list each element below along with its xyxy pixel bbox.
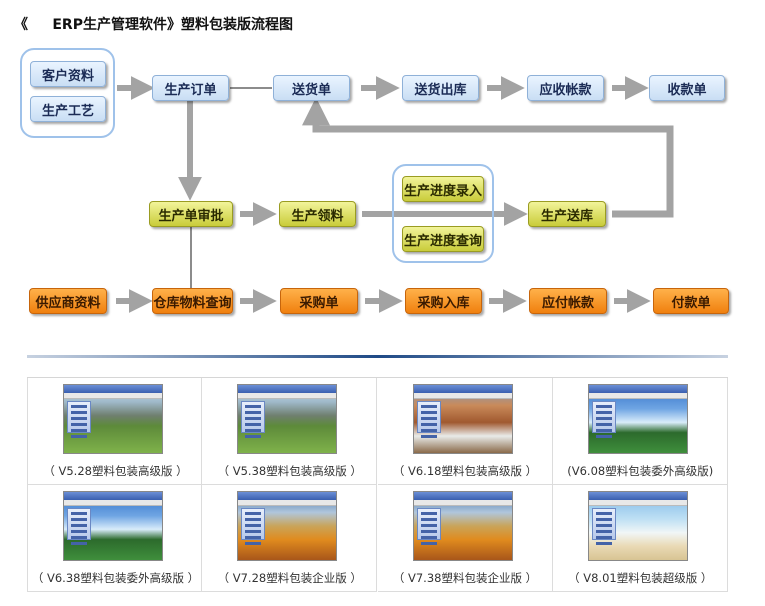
node-receipt[interactable]: 收款单 — [649, 75, 725, 101]
arrow-stockin-to-delivery — [302, 97, 674, 218]
progress-group — [392, 164, 494, 263]
node-production-order[interactable]: 生产订单 — [152, 75, 229, 101]
screenshot-thumbnail[interactable] — [587, 491, 688, 561]
gallery-caption[interactable]: （ V5.38塑料包装高级版 ） — [217, 464, 362, 478]
node-purchase-order[interactable]: 采购单 — [280, 288, 358, 314]
page-title: 《 ERP生产管理软件》塑料包装版流程图 — [14, 17, 293, 33]
gallery-item[interactable]: （ V5.28塑料包装高级版 ） — [27, 378, 202, 485]
gallery-item[interactable]: （ V7.38塑料包装企业版 ） — [377, 485, 553, 592]
node-delivery-out[interactable]: 送货出库 — [402, 75, 479, 101]
flow-diagram — [116, 76, 674, 313]
customer-process-group — [20, 48, 115, 138]
screenshot-thumbnail[interactable] — [237, 491, 338, 561]
node-progress-query[interactable]: 生产进度查询 — [402, 226, 484, 252]
gallery-item[interactable]: （ V5.38塑料包装高级版 ） — [202, 378, 378, 485]
screenshot-thumbnail[interactable] — [63, 491, 163, 561]
gallery-caption[interactable]: （ V7.38塑料包装企业版 ） — [392, 571, 538, 585]
gallery-item[interactable]: （ V6.38塑料包装委外高级版 ） — [27, 485, 202, 592]
node-progress-entry[interactable]: 生产进度录入 — [402, 176, 484, 202]
node-material-pick[interactable]: 生产领料 — [279, 201, 356, 227]
node-inventory-query[interactable]: 仓库物料查询 — [152, 288, 233, 314]
gallery-item[interactable]: （ V6.18塑料包装高级版 ） — [377, 378, 553, 485]
screenshot-thumbnail[interactable] — [412, 491, 513, 561]
screenshot-thumbnail[interactable] — [237, 384, 338, 454]
node-payment[interactable]: 付款单 — [653, 288, 729, 314]
gallery-caption[interactable]: （ V6.38塑料包装委外高级版 ） — [31, 571, 200, 585]
gallery-item[interactable]: （ V8.01塑料包装超级版 ） — [552, 485, 728, 592]
version-gallery: （ V5.28塑料包装高级版 ） （ V5.38塑料包装高级版 ） （ V6.18塑… — [27, 377, 728, 593]
screenshot-thumbnail[interactable] — [63, 384, 163, 454]
gallery-caption[interactable]: （ V5.28塑料包装高级版 ） — [43, 464, 188, 478]
node-stock-in[interactable]: 生产送库 — [528, 201, 606, 227]
gallery-caption[interactable]: （ V7.28塑料包装企业版 ） — [217, 571, 362, 585]
gallery-caption[interactable]: (V6.08塑料包装委外高级版) — [567, 464, 714, 478]
gallery-caption[interactable]: （ V8.01塑料包装超级版 ） — [568, 571, 713, 585]
screenshot-thumbnail[interactable] — [587, 384, 688, 454]
node-supplier-data[interactable]: 供应商资料 — [29, 288, 107, 314]
node-accounts-payable[interactable]: 应付帐款 — [529, 288, 607, 314]
gallery-item[interactable]: (V6.08塑料包装委外高级版) — [552, 378, 728, 485]
gallery-caption[interactable]: （ V6.18塑料包装高级版 ） — [392, 464, 538, 478]
section-divider — [27, 355, 728, 358]
gallery-item[interactable]: （ V7.28塑料包装企业版 ） — [202, 485, 378, 592]
node-purchase-in[interactable]: 采购入库 — [405, 288, 482, 314]
node-order-approval[interactable]: 生产单审批 — [149, 201, 233, 227]
node-production-process[interactable]: 生产工艺 — [30, 96, 106, 122]
node-accounts-receivable[interactable]: 应收帐款 — [527, 75, 604, 101]
node-delivery-note[interactable]: 送货单 — [273, 75, 350, 101]
screenshot-thumbnail[interactable] — [412, 384, 513, 454]
node-customer-data[interactable]: 客户资料 — [30, 61, 106, 87]
